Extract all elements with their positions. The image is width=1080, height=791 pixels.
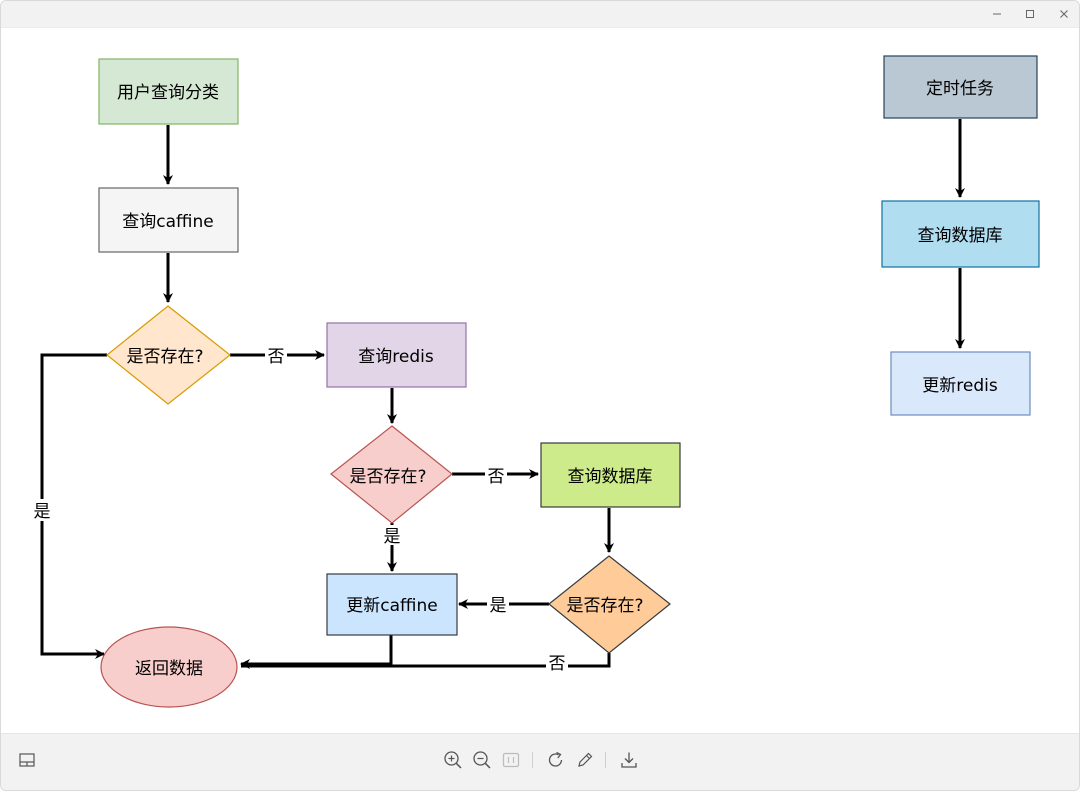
svg-text:是: 是 — [384, 527, 401, 547]
rotate-button[interactable] — [544, 748, 568, 772]
edge-label-d1-yes: 是 — [31, 499, 53, 522]
svg-text:是: 是 — [34, 502, 51, 522]
zoom-in-icon — [444, 751, 462, 769]
node-query-db-task[interactable]: 查询数据库 — [881, 200, 1040, 268]
rotate-icon — [548, 751, 563, 767]
svg-text:否: 否 — [268, 347, 285, 367]
diagram-canvas: 否 是 否 是 是 否 — [1, 28, 1079, 733]
svg-text:查询数据库: 查询数据库 — [918, 226, 1003, 246]
panel-toggle-button[interactable] — [15, 748, 39, 772]
edit-button[interactable] — [573, 748, 597, 772]
node-query-redis[interactable]: 查询redis — [326, 322, 467, 388]
panel-toggle-icon — [19, 753, 35, 767]
toolbar-separator — [532, 752, 533, 768]
edge-label-d2-yes: 是 — [381, 525, 403, 547]
node-decision-2[interactable]: 是否存在? — [330, 425, 453, 524]
fit-icon — [502, 752, 520, 768]
svg-text:是否存在?: 是否存在? — [566, 596, 643, 616]
fit-button[interactable] — [499, 748, 523, 772]
edge-label-d3-no: 否 — [546, 652, 568, 674]
node-update-redis[interactable]: 更新redis — [890, 351, 1031, 416]
node-return-data[interactable]: 返回数据 — [100, 626, 238, 708]
edge-label-d1-no: 否 — [265, 345, 287, 367]
svg-text:更新caffine: 更新caffine — [346, 596, 437, 616]
svg-text:是否存在?: 是否存在? — [349, 467, 426, 487]
download-button[interactable] — [617, 748, 641, 772]
node-scheduled-task[interactable]: 定时任务 — [883, 55, 1038, 119]
flowchart: 否 是 否 是 是 否 — [31, 55, 1040, 708]
node-decision-3[interactable]: 是否存在? — [548, 555, 671, 654]
zoom-in-button[interactable] — [441, 748, 465, 772]
svg-text:是否存在?: 是否存在? — [126, 347, 203, 367]
svg-text:查询caffine: 查询caffine — [122, 212, 213, 232]
zoom-out-icon — [473, 751, 491, 769]
edge-decision3-no-to-return — [241, 653, 611, 668]
svg-text:定时任务: 定时任务 — [926, 79, 994, 99]
minimize-button[interactable] — [988, 5, 1006, 23]
node-user-query[interactable]: 用户查询分类 — [98, 58, 239, 125]
svg-text:返回数据: 返回数据 — [135, 659, 203, 679]
svg-text:查询redis: 查询redis — [358, 347, 434, 367]
svg-text:是: 是 — [490, 596, 507, 616]
toolbar-separator — [605, 752, 606, 768]
edge-label-d3-yes: 是 — [487, 595, 509, 616]
edge-label-d2-no: 否 — [485, 465, 507, 487]
close-button[interactable] — [1055, 5, 1073, 23]
bottom-toolbar — [1, 733, 1079, 790]
node-query-caffine[interactable]: 查询caffine — [98, 187, 239, 253]
edge-update-caffine-to-return — [240, 635, 393, 669]
svg-text:否: 否 — [488, 467, 505, 487]
svg-text:用户查询分类: 用户查询分类 — [117, 83, 219, 103]
maximize-icon — [1026, 10, 1034, 18]
svg-text:查询数据库: 查询数据库 — [568, 467, 653, 487]
download-icon — [621, 752, 637, 768]
node-query-db-main[interactable]: 查询数据库 — [540, 442, 681, 508]
minimize-icon — [993, 13, 1001, 15]
edit-pencil-icon — [578, 752, 593, 767]
close-icon — [1060, 10, 1068, 18]
zoom-out-button[interactable] — [470, 748, 494, 772]
node-update-caffine[interactable]: 更新caffine — [326, 573, 458, 636]
svg-text:更新redis: 更新redis — [922, 376, 998, 396]
maximize-button[interactable] — [1021, 5, 1039, 23]
title-bar — [1, 1, 1079, 28]
svg-text:否: 否 — [549, 654, 566, 674]
node-decision-1[interactable]: 是否存在? — [106, 305, 231, 405]
